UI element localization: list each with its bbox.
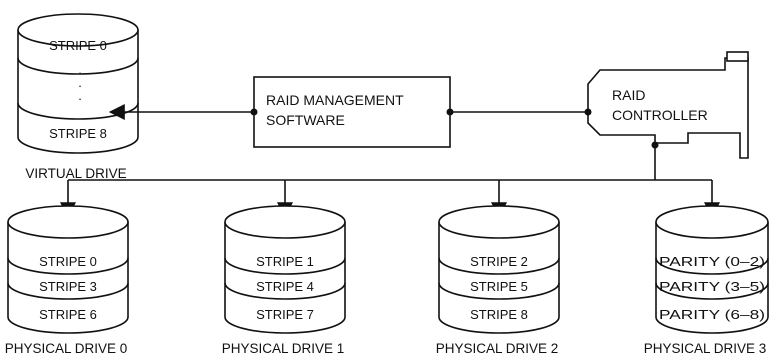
- virtual-stripe-label: STRIPE 8: [49, 126, 107, 141]
- drive-top: [438, 205, 560, 239]
- stripe-label: STRIPE 1: [256, 254, 314, 269]
- parity-label: PARITY (6–8): [659, 307, 765, 322]
- stripe-label: STRIPE 6: [39, 307, 97, 322]
- stripe-label: STRIPE 0: [39, 254, 97, 269]
- drive-caption: PHYSICAL DRIVE 0: [5, 341, 128, 356]
- junction-dot: [250, 108, 258, 116]
- drive-body: [7, 222, 129, 334]
- controller-label-line1: RAID: [612, 87, 645, 103]
- parity-label: PARITY (0–2): [659, 254, 765, 269]
- drive-top: [7, 205, 129, 239]
- drive-divider: [7, 257, 129, 275]
- drive-caption: PHYSICAL DRIVE 1: [222, 341, 345, 356]
- drive-divider: [655, 257, 769, 275]
- stripe-label: STRIPE 7: [256, 307, 314, 322]
- ellipsis-dot: ·: [78, 65, 82, 80]
- raid-management-software: RAID MANAGEMENT SOFTWARE: [253, 76, 451, 148]
- drive-divider: [438, 257, 560, 275]
- virtual-drive-caption: VIRTUAL DRIVE: [25, 166, 126, 181]
- physical-drive-1: STRIPE 1 STRIPE 4 STRIPE 7 PHYSICAL DRIV…: [222, 205, 346, 356]
- drive-top: [655, 205, 769, 239]
- physical-drive-2: STRIPE 2 STRIPE 5 STRIPE 8 PHYSICAL DRIV…: [436, 205, 560, 356]
- junction-dot: [651, 141, 659, 149]
- junction-dot: [446, 108, 454, 116]
- software-box: [253, 76, 451, 148]
- drive-caption: PHYSICAL DRIVE 3: [644, 341, 767, 356]
- raid-controller: RAID CONTROLLER: [587, 51, 749, 159]
- stripe-label: STRIPE 5: [470, 279, 528, 294]
- virtual-drive-body: [17, 30, 139, 154]
- virtual-drive-divider: [17, 57, 139, 75]
- drive-divider: [224, 282, 346, 300]
- stripe-label: STRIPE 3: [39, 279, 97, 294]
- drive-body: [224, 222, 346, 334]
- parity-label: PARITY (3–5): [659, 279, 765, 294]
- virtual-drive-top: [17, 13, 139, 47]
- drive-body: [655, 222, 769, 334]
- stripe-label: STRIPE 2: [470, 254, 528, 269]
- stripe-label: STRIPE 8: [470, 307, 528, 322]
- drive-divider: [655, 282, 769, 300]
- junction-dot: [584, 108, 592, 116]
- controller-bracket: [726, 51, 749, 62]
- controller-label-line2: CONTROLLER: [612, 107, 708, 123]
- ellipsis-dot: ·: [78, 78, 82, 93]
- software-label-line2: SOFTWARE: [266, 112, 345, 128]
- virtual-drive-divider: [17, 102, 139, 120]
- virtual-stripe-label: STRIPE 0: [49, 38, 107, 53]
- physical-drive-3: PARITY (0–2) PARITY (3–5) PARITY (6–8) P…: [644, 205, 769, 356]
- drive-divider: [438, 282, 560, 300]
- drive-caption: PHYSICAL DRIVE 2: [436, 341, 559, 356]
- software-label-line1: RAID MANAGEMENT: [266, 92, 404, 108]
- virtual-drive: STRIPE 0 · · · STRIPE 8 VIRTUAL DRIVE: [17, 13, 139, 181]
- ellipsis-dot: ·: [78, 91, 82, 106]
- drive-divider: [7, 282, 129, 300]
- stripe-label: STRIPE 4: [256, 279, 314, 294]
- drive-top: [224, 205, 346, 239]
- drive-divider: [224, 257, 346, 275]
- drive-body: [438, 222, 560, 334]
- physical-drive-0: STRIPE 0 STRIPE 3 STRIPE 6 PHYSICAL DRIV…: [5, 205, 129, 356]
